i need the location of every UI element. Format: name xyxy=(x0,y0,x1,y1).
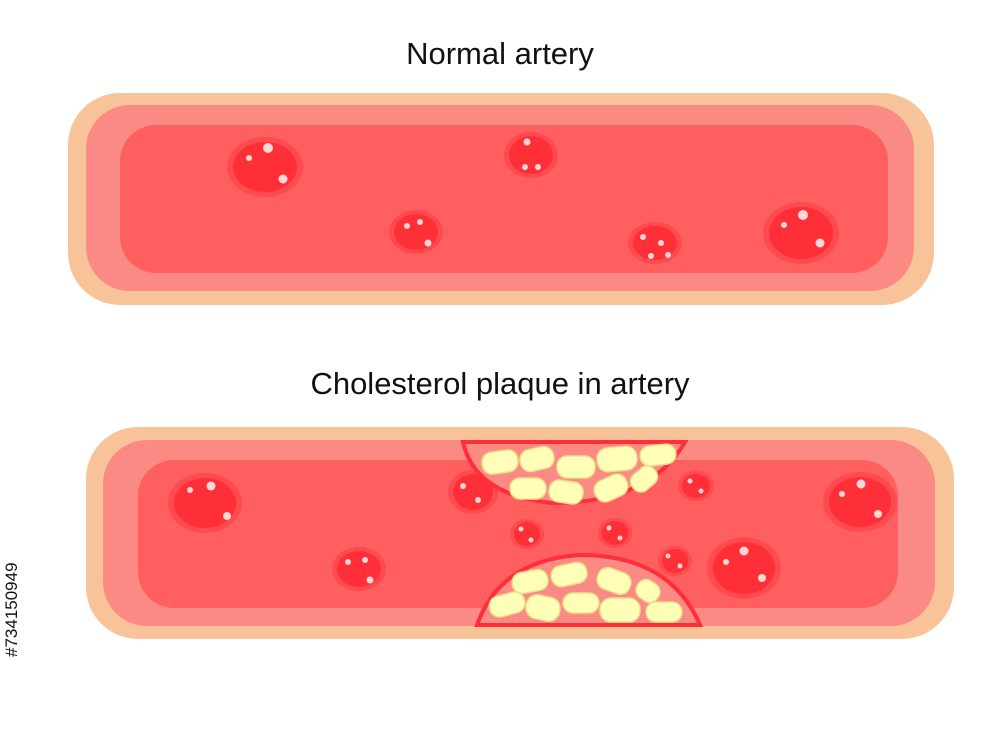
blood-cell xyxy=(389,210,443,254)
blood-cell xyxy=(598,518,632,548)
cholesterol-crystal xyxy=(548,479,584,505)
plaque-artery-diagram xyxy=(86,427,954,639)
normal-artery-diagram xyxy=(68,93,934,305)
cholesterol-crystal xyxy=(593,473,629,503)
cholesterol-crystal xyxy=(599,597,641,623)
cholesterol-crystal xyxy=(645,601,683,623)
blood-cell xyxy=(332,547,386,591)
upper-cholesterol-plaque xyxy=(460,440,689,506)
blood-cell xyxy=(510,519,544,549)
blood-cell xyxy=(763,202,839,264)
cholesterol-crystal xyxy=(596,445,638,473)
cholesterol-crystal xyxy=(635,578,661,604)
normal-artery-lumen xyxy=(120,125,888,273)
blood-cell xyxy=(227,137,303,197)
cholesterol-crystal xyxy=(519,445,555,473)
cholesterol-crystal xyxy=(639,443,677,467)
title-plaque-artery: Cholesterol plaque in artery xyxy=(310,366,690,401)
cholesterol-crystal xyxy=(511,568,549,595)
cholesterol-crystal xyxy=(629,465,659,493)
cholesterol-crystal xyxy=(562,592,600,614)
stock-image-id: #734150949 xyxy=(2,562,21,658)
blood-cell xyxy=(448,470,498,514)
cholesterol-crystal xyxy=(550,561,588,588)
lower-cholesterol-plaque xyxy=(474,552,704,627)
blood-cell xyxy=(707,537,781,599)
cholesterol-crystal xyxy=(509,477,547,500)
cholesterol-crystal xyxy=(481,449,519,475)
blood-cell xyxy=(168,473,242,533)
cholesterol-crystal xyxy=(596,566,632,596)
blood-cell xyxy=(504,132,558,178)
blood-cell xyxy=(823,472,897,532)
title-normal-artery: Normal artery xyxy=(406,36,594,71)
blood-cell xyxy=(628,222,682,264)
cholesterol-crystal xyxy=(488,591,526,618)
normal-artery-blood-cells xyxy=(227,132,839,264)
cholesterol-crystal xyxy=(525,594,561,622)
blood-cell xyxy=(678,471,714,501)
plaque-artery-blood-cells xyxy=(168,470,897,599)
cholesterol-crystal xyxy=(556,455,596,479)
blood-cell xyxy=(658,546,692,576)
